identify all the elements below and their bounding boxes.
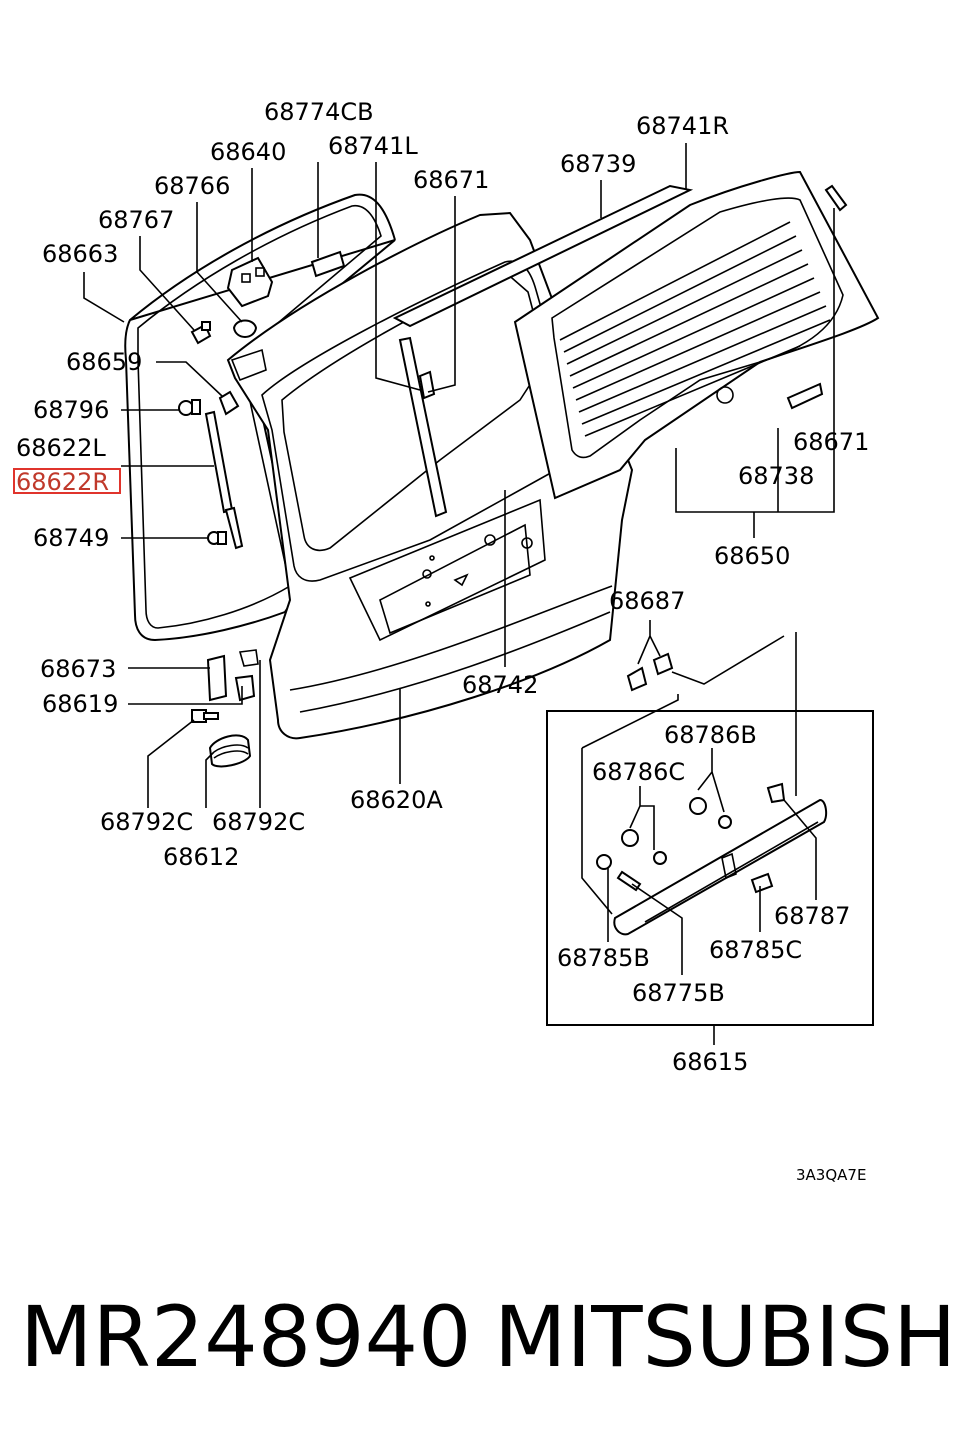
label-68785C: 68785C [709,936,802,964]
leader-lines [83,143,835,1045]
label-68663: 68663 [42,240,118,268]
footer-brand: MITSUBISHI [494,1288,960,1386]
label-68615: 68615 [672,1048,748,1076]
garnish-inset-frame [546,710,874,1026]
gas-strut-68622 [204,410,244,550]
label-68640: 68640 [210,138,286,166]
label-68792C-left: 68792C [100,808,193,836]
label-68687: 68687 [609,587,685,615]
label-68775B: 68775B [632,979,725,1007]
label-68659: 68659 [66,348,142,376]
label-68786B: 68786B [664,721,757,749]
hinge-bracket [226,256,274,308]
label-68619: 68619 [42,690,118,718]
label-68622L: 68622L [16,434,106,462]
cap-68774CB [310,250,346,278]
label-68767: 68767 [98,206,174,234]
diagram-code: 3A3QA7E [796,1166,866,1184]
label-68741R: 68741R [636,112,729,140]
garnish-68615 [613,798,828,936]
label-68774CB: 68774CB [264,98,374,126]
clip-68766 [232,319,258,338]
ball-stud-68749 [207,531,227,545]
label-68612: 68612 [163,843,239,871]
label-68739: 68739 [560,150,636,178]
bolt-68792C [191,709,219,723]
label-68787: 68787 [774,902,850,930]
weatherstrip-outline [124,193,396,642]
fastener-68786B [689,797,732,829]
molding-top [392,184,694,328]
bumper-68612 [208,734,252,768]
label-68741L: 68741L [328,132,418,160]
label-68650: 68650 [714,542,790,570]
label-68742: 68742 [462,671,538,699]
label-68786C: 68786C [592,758,685,786]
label-68673: 68673 [40,655,116,683]
clips-68687 [626,652,674,692]
ball-stud-68796 [178,399,201,416]
clip-68785C [750,872,774,894]
label-68796: 68796 [33,396,109,424]
label-68766: 68766 [154,172,230,200]
label-68671-top: 68671 [413,166,489,194]
label-68792C-right: 68792C [212,808,305,836]
molding-left [398,336,448,518]
label-68749: 68749 [33,524,109,552]
part-labels: 68774CB 68640 68741L 68741R 68766 68671 … [16,98,869,1076]
liftgate-glass [513,170,880,500]
grommet-68785B [596,854,612,870]
label-68785B: 68785B [557,944,650,972]
label-68671-right: 68671 [793,428,869,456]
label-68622R: 68622R [16,468,109,496]
striker-68673 [206,649,259,702]
latch-68619 [234,674,256,702]
label-68620A: 68620A [350,786,443,814]
highlight-box-68622R [13,468,121,494]
bolt-68767 [190,321,212,345]
bracket-68659 [218,390,240,416]
fastener-68786C [621,829,667,865]
footer-part-number: MR248940 [20,1288,472,1386]
label-68738: 68738 [738,462,814,490]
clip-68787 [766,782,786,804]
